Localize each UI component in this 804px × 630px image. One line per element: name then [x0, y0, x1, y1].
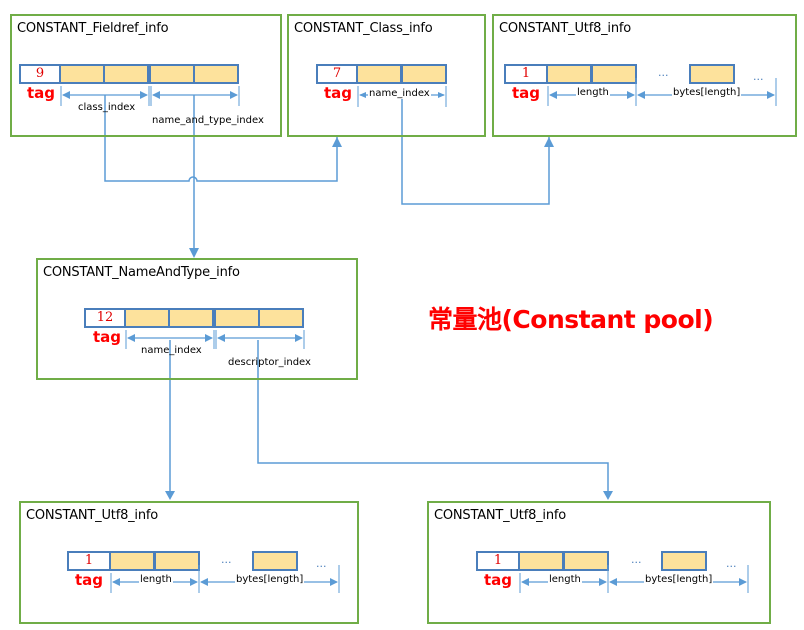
box-class-info: CONSTANT_Class_info [287, 14, 486, 137]
byte-cell [356, 64, 402, 84]
tag-cell: 12 [84, 308, 126, 328]
tag-label: tag [93, 328, 122, 346]
ellipsis: ... [658, 66, 669, 79]
byte-cell [124, 308, 170, 328]
constant-pool-title: 常量池(Constant pool) [428, 305, 714, 334]
box-title: CONSTANT_Utf8_info [499, 21, 632, 36]
field-label-descriptor-index: descriptor_index [228, 357, 311, 368]
byte-cell [518, 551, 564, 571]
field-label-name-and-type-index: name_and_type_index [152, 115, 264, 126]
arrowhead-down-utf8-left [165, 491, 175, 500]
field-label-bytes: bytes[length] [235, 574, 305, 585]
tag-label: tag [484, 571, 513, 589]
tag-label: tag [512, 84, 541, 102]
field-label-bytes: bytes[length] [644, 574, 714, 585]
field-label-name-index: name_index [368, 88, 431, 99]
arrowhead-up-utf8-top [544, 137, 554, 147]
byte-cell [258, 308, 304, 328]
box-title: CONSTANT_Class_info [294, 21, 433, 36]
field-label-length: length [576, 87, 610, 98]
tag-label: tag [75, 571, 104, 589]
tag-cell: 1 [476, 551, 520, 571]
ellipsis: ... [753, 70, 764, 83]
byte-cell [149, 64, 195, 84]
byte-cell [59, 64, 105, 84]
arrowhead-down-nameandtype [189, 248, 199, 258]
byte-cell [109, 551, 155, 571]
field-label-length: length [548, 574, 582, 585]
byte-cell [252, 551, 298, 571]
byte-cell [154, 551, 200, 571]
tag-cell: 9 [19, 64, 61, 84]
field-label-length: length [139, 574, 173, 585]
tag-cell: 7 [316, 64, 358, 84]
box-title: CONSTANT_Fieldref_info [17, 21, 169, 36]
box-utf8-info-top: CONSTANT_Utf8_info [492, 14, 797, 137]
byte-cell [214, 308, 260, 328]
tag-cell: 1 [504, 64, 548, 84]
box-utf8-info-left: CONSTANT_Utf8_info [19, 501, 359, 624]
byte-cell [401, 64, 447, 84]
tag-label: tag [324, 84, 353, 102]
ellipsis: ... [221, 553, 232, 566]
byte-cell [103, 64, 149, 84]
box-title: CONSTANT_NameAndType_info [43, 265, 240, 280]
byte-cell [689, 64, 735, 84]
arrowhead-up-class [332, 137, 342, 147]
byte-cell [168, 308, 214, 328]
tag-cell: 1 [67, 551, 111, 571]
tag-label: tag [27, 84, 56, 102]
ellipsis: ... [316, 557, 327, 570]
box-title: CONSTANT_Utf8_info [434, 508, 567, 523]
field-label-class-index: class_index [78, 102, 136, 113]
byte-cell [591, 64, 637, 84]
byte-cell [661, 551, 707, 571]
ellipsis: ... [726, 557, 737, 570]
field-label-name-index: name_index [141, 345, 202, 356]
byte-cell [563, 551, 609, 571]
byte-cell [193, 64, 239, 84]
byte-cell [546, 64, 592, 84]
box-title: CONSTANT_Utf8_info [26, 508, 159, 523]
field-label-bytes: bytes[length] [672, 87, 742, 98]
ellipsis: ... [631, 553, 642, 566]
arrowhead-down-utf8-right [603, 491, 613, 500]
box-fieldref-info: CONSTANT_Fieldref_info [10, 14, 282, 137]
box-nameandtype-info: CONSTANT_NameAndType_info [36, 258, 358, 380]
box-utf8-info-right: CONSTANT_Utf8_info [427, 501, 771, 624]
